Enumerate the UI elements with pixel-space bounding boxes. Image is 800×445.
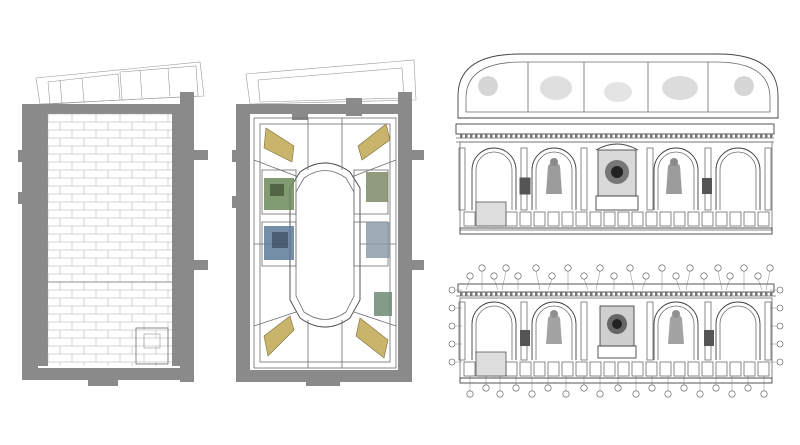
- annotation-marker: [562, 390, 570, 398]
- annotation-marker: [448, 358, 456, 366]
- fresco-right-upper: [366, 172, 388, 202]
- annotation-marker: [686, 264, 694, 272]
- annotation-marker: [726, 272, 734, 280]
- annotation-marker: [514, 272, 522, 280]
- elevation-bottom-arches: [458, 301, 772, 361]
- annotation-marker: [496, 390, 504, 398]
- annotation-marker: [532, 264, 540, 272]
- annotation-marker: [712, 384, 720, 392]
- ceiling-central-medallion: [289, 162, 361, 328]
- annotation-marker: [776, 322, 784, 330]
- annotation-marker: [448, 322, 456, 330]
- annotation-marker: [448, 304, 456, 312]
- fresco-right-bottom: [374, 292, 392, 316]
- annotation-marker: [466, 390, 474, 398]
- elevation-top-base-panels: [463, 201, 770, 227]
- annotation-marker: [626, 264, 634, 272]
- annotation-marker: [632, 390, 640, 398]
- annotation-marker: [700, 272, 708, 280]
- elevation-top-panel: [455, 53, 779, 235]
- fresco-top-right: [357, 123, 391, 161]
- annotation-marker: [766, 264, 774, 272]
- annotation-marker: [614, 384, 622, 392]
- elevation-annotation-markers-side: [448, 286, 784, 366]
- annotation-marker: [696, 390, 704, 398]
- annotation-marker: [680, 384, 688, 392]
- annotation-marker: [490, 272, 498, 280]
- annotation-marker: [466, 272, 474, 280]
- elevation-bottom-panel: [448, 264, 784, 398]
- elevation-top-central-ornament: [595, 143, 639, 211]
- annotation-marker: [754, 272, 762, 280]
- annotation-marker: [448, 286, 456, 294]
- elevation-top-cornice: [455, 123, 775, 143]
- annotation-marker: [672, 272, 680, 280]
- elevation-bottom-base-panels: [463, 351, 770, 377]
- elevation-bottom-central-ornament: [597, 305, 637, 359]
- annotation-marker: [544, 384, 552, 392]
- ceiling-frescoes: [263, 123, 392, 359]
- annotation-marker: [658, 264, 666, 272]
- fresco-bottom-left: [263, 315, 295, 357]
- annotation-marker: [580, 384, 588, 392]
- annotation-marker: [776, 286, 784, 294]
- floor-plan-annex: [35, 61, 205, 105]
- floor-plan-panel: [18, 61, 208, 386]
- annotation-marker: [648, 384, 656, 392]
- floor-plan-walls: [18, 92, 208, 386]
- annotation-marker: [728, 390, 736, 398]
- floor-brick-pattern: [47, 113, 172, 366]
- annotation-marker: [548, 272, 556, 280]
- annotation-marker: [664, 390, 672, 398]
- annotation-marker: [744, 384, 752, 392]
- annotation-marker: [760, 390, 768, 398]
- elevation-top-statues: [519, 158, 712, 195]
- annotation-marker: [580, 272, 588, 280]
- annotation-marker: [448, 340, 456, 348]
- annotation-marker: [714, 264, 722, 272]
- annotation-marker: [564, 264, 572, 272]
- ceiling-plan-annex: [245, 59, 417, 105]
- elevation-annotation-markers-top: [465, 264, 774, 291]
- floor-plan-niche: [135, 327, 169, 365]
- annotation-marker: [482, 384, 490, 392]
- annotation-marker: [776, 340, 784, 348]
- annotation-marker: [528, 390, 536, 398]
- fresco-top-left: [263, 127, 295, 163]
- annotation-marker: [596, 264, 604, 272]
- ceiling-plan-panel: [232, 59, 424, 386]
- annotation-marker: [610, 272, 618, 280]
- fresco-right-lower: [366, 222, 390, 258]
- annotation-marker: [740, 264, 748, 272]
- elevation-annotation-markers-bottom: [466, 376, 768, 398]
- annotation-marker: [776, 358, 784, 366]
- annotation-marker: [512, 384, 520, 392]
- elevation-bottom-statues: [520, 310, 714, 346]
- ceiling-plan-walls: [232, 92, 424, 386]
- annotation-marker: [478, 264, 486, 272]
- annotation-marker: [776, 304, 784, 312]
- fresco-bottom-right: [355, 317, 389, 359]
- annotation-marker: [502, 264, 510, 272]
- vault-lunette: [457, 53, 779, 119]
- annotation-marker: [642, 272, 650, 280]
- annotation-marker: [596, 390, 604, 398]
